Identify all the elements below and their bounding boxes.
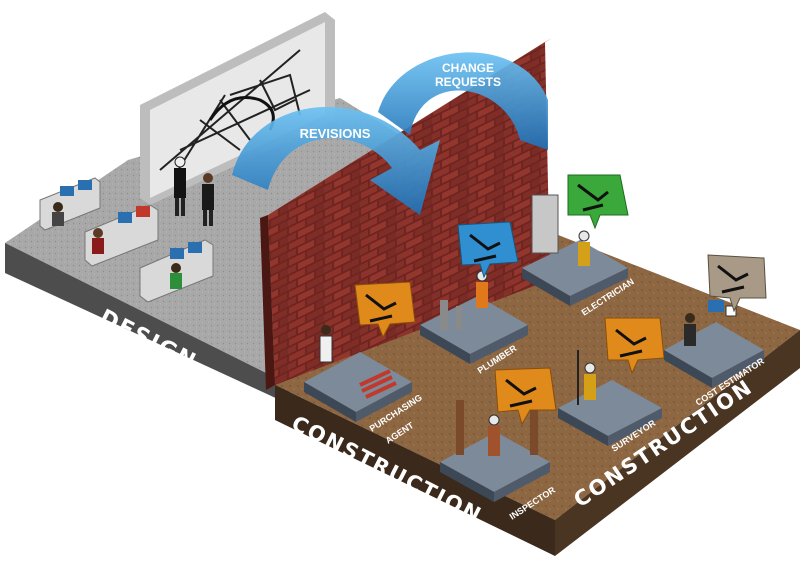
workstation-2 — [84, 204, 159, 267]
surveyor-station — [558, 317, 665, 446]
bridge-drawing — [159, 49, 311, 176]
inspector-station — [440, 367, 557, 502]
construction-side-right — [555, 330, 800, 556]
design-side-front — [5, 243, 280, 400]
electrician-station — [522, 174, 629, 306]
design-drawing-screen — [140, 12, 335, 205]
change-requests-label-line1: CHANGE — [442, 61, 494, 75]
person-architect-1 — [174, 156, 186, 216]
design-staff — [174, 156, 214, 226]
person-architect-2 — [202, 173, 214, 226]
workstation-1 — [39, 177, 101, 231]
revisions-arrow — [232, 106, 440, 215]
construction-side-left — [275, 385, 555, 556]
purchasing-agent-station — [304, 281, 416, 422]
revisions-label: REVISIONS — [300, 126, 371, 141]
plumber-station — [420, 221, 528, 364]
workstation-3 — [139, 239, 214, 303]
change-requests-arrow — [378, 52, 548, 150]
design-workstations — [39, 177, 214, 303]
change-requests-label-line2: REQUESTS — [435, 75, 501, 89]
cost-estimator-station — [664, 254, 767, 388]
electrical-panel — [531, 194, 559, 254]
